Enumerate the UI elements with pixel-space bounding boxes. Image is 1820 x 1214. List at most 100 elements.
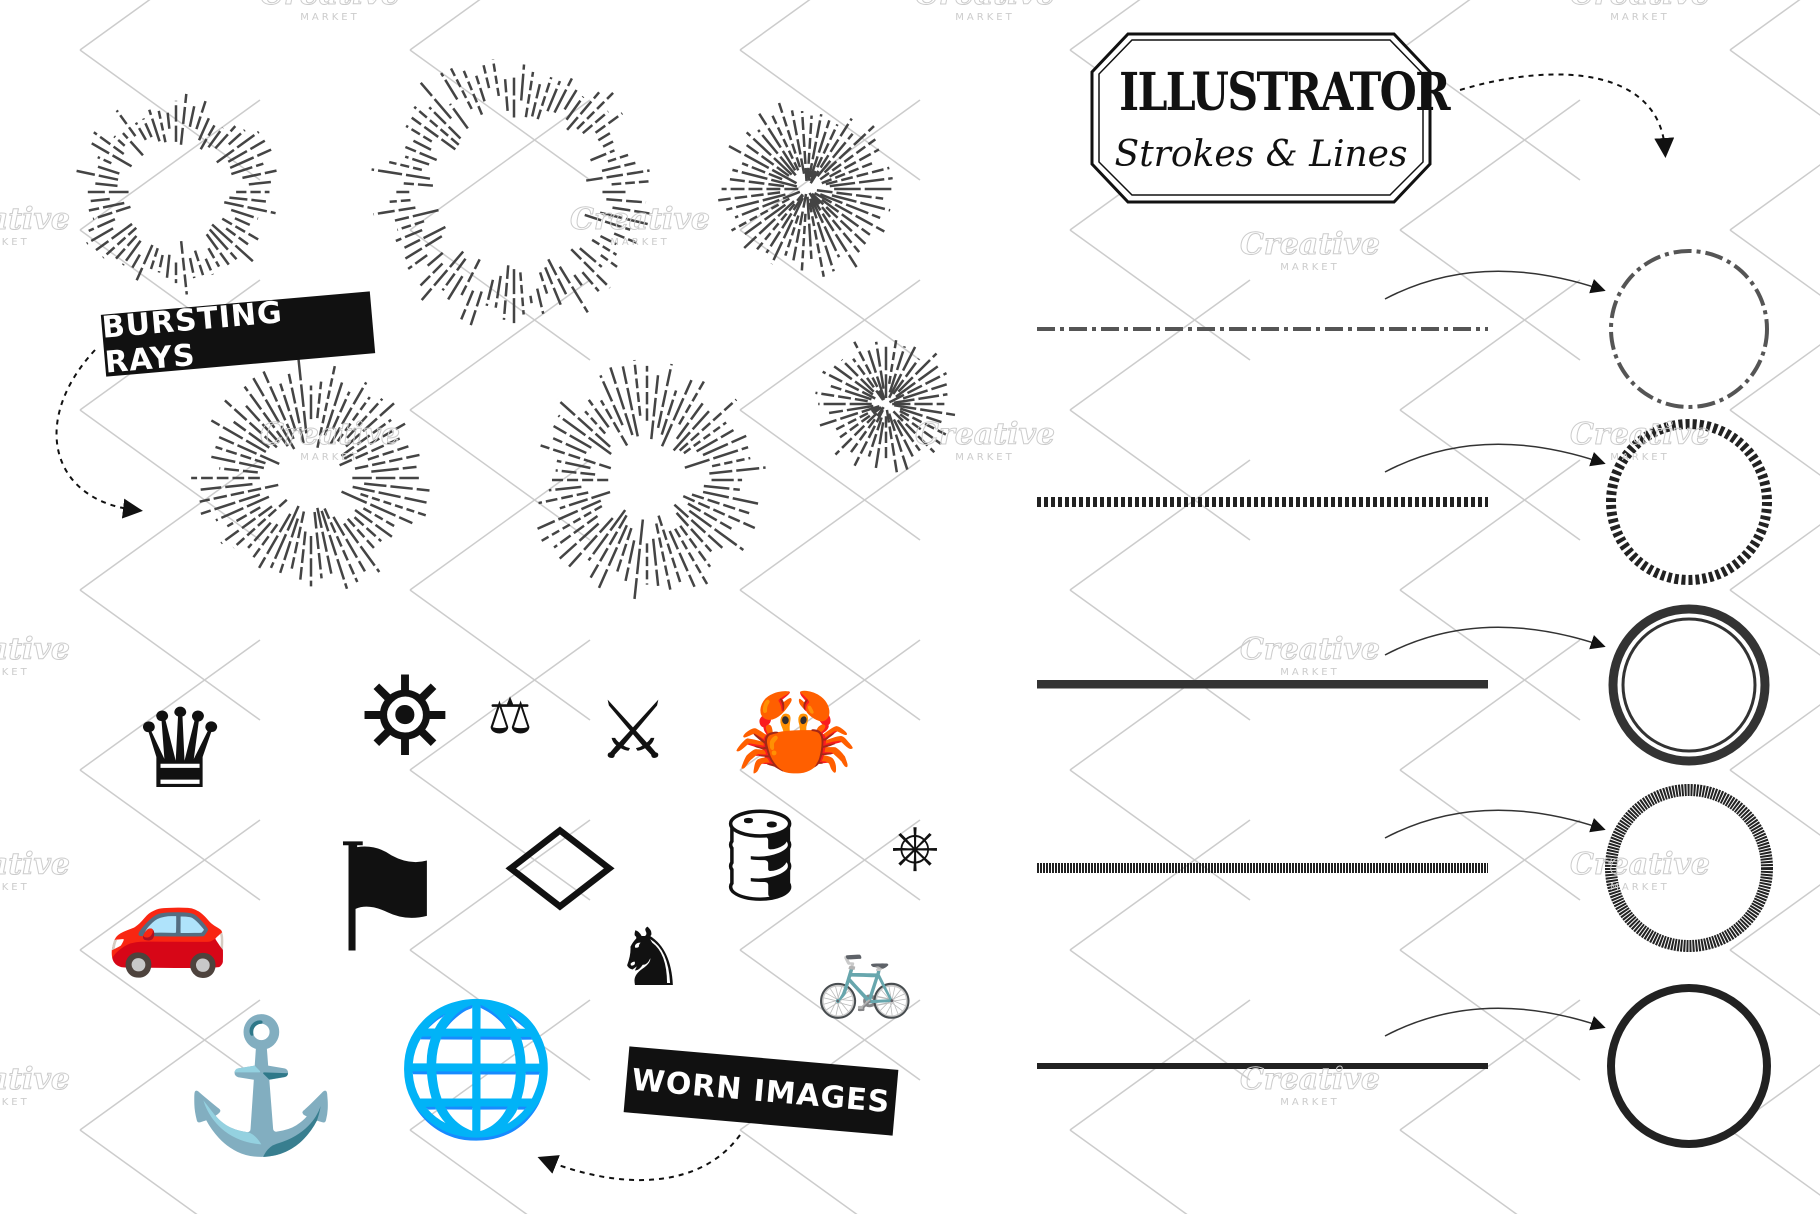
scales-icon: ⚖ <box>487 687 533 745</box>
ray <box>93 131 125 156</box>
ray <box>546 80 562 112</box>
ray <box>745 131 793 176</box>
ray <box>331 391 351 430</box>
ray <box>660 390 678 436</box>
ray <box>418 262 444 288</box>
watermark-line <box>1729 49 1820 116</box>
ray <box>316 381 323 419</box>
ray <box>353 516 383 543</box>
arrow-to-circle <box>1384 443 1606 473</box>
ray <box>558 522 600 560</box>
watermark-line <box>79 949 261 1081</box>
ray <box>313 511 323 579</box>
ray <box>833 365 874 396</box>
ray <box>825 166 890 186</box>
ray <box>468 291 483 329</box>
ray <box>482 64 491 89</box>
ray <box>672 409 711 452</box>
ray <box>320 510 349 590</box>
ray <box>148 109 161 142</box>
ray <box>371 465 417 473</box>
ray <box>205 233 230 266</box>
ray <box>800 110 808 181</box>
ray <box>323 382 344 436</box>
ray <box>336 396 371 443</box>
ray <box>544 266 563 307</box>
ray <box>829 148 880 178</box>
ray <box>566 91 601 131</box>
ray <box>215 445 266 465</box>
ray <box>599 399 629 447</box>
ray <box>428 106 462 140</box>
ray <box>179 93 188 145</box>
ray <box>570 248 611 289</box>
watermark-line <box>1069 949 1251 1081</box>
ray <box>895 363 941 398</box>
ray <box>674 528 709 585</box>
watermark-line <box>409 949 591 1081</box>
ray <box>76 169 119 181</box>
watermark-line <box>79 49 261 181</box>
watermark-line <box>409 229 591 361</box>
watermark-line <box>409 459 591 591</box>
ray <box>440 72 459 101</box>
watermark-line <box>1729 884 1820 951</box>
badge-title: ILLUSTRATOR <box>1119 62 1450 123</box>
ray <box>744 203 787 236</box>
watermark-line <box>739 769 921 901</box>
ray <box>97 156 112 165</box>
watermark-line <box>409 99 591 231</box>
watermark-sub: MARKET <box>955 452 1015 463</box>
ray <box>597 132 611 142</box>
ray <box>248 180 272 186</box>
ray <box>199 121 218 150</box>
ray <box>243 385 289 447</box>
ray <box>346 397 384 439</box>
watermark-brand: Creative <box>1570 0 1711 13</box>
ray <box>808 192 858 268</box>
watermark-brand: Creative <box>1570 417 1711 453</box>
illustrator-badge: ILLUSTRATOR Strokes & Lines <box>1088 28 1451 208</box>
ray <box>95 182 118 188</box>
watermark-brand: Creative <box>570 202 711 238</box>
ray <box>892 358 920 395</box>
watermark-line <box>1069 279 1251 411</box>
ray <box>819 138 877 181</box>
ray <box>449 103 469 130</box>
crossed-axes-icon: ⚔ <box>597 684 669 777</box>
ray <box>252 377 296 450</box>
ray <box>819 404 880 427</box>
ray <box>232 420 271 449</box>
ray <box>602 140 614 148</box>
ray <box>656 363 673 429</box>
ray <box>568 517 614 568</box>
ray <box>491 59 501 97</box>
horse-icon: ♞ <box>614 911 686 1004</box>
ray <box>529 295 533 304</box>
watermark-line <box>79 769 261 901</box>
ray <box>323 508 359 583</box>
ray <box>485 279 495 307</box>
ray <box>245 405 280 444</box>
watermark-sub: MARKET <box>1280 667 1340 678</box>
ray <box>230 162 264 176</box>
ray <box>559 490 611 510</box>
ray <box>675 401 705 440</box>
ray <box>426 251 444 267</box>
ray <box>730 197 790 232</box>
ray <box>367 444 412 461</box>
ray <box>743 200 795 249</box>
ray <box>810 193 861 253</box>
ray <box>553 77 573 114</box>
ray <box>388 160 423 172</box>
ray <box>444 275 464 304</box>
watermark-line <box>409 0 481 51</box>
ray <box>584 410 607 435</box>
watermark-brand: Creative <box>0 847 70 883</box>
watermark-line <box>739 0 811 51</box>
ray <box>555 469 596 476</box>
watermark-line <box>79 819 261 951</box>
ray <box>297 358 308 434</box>
